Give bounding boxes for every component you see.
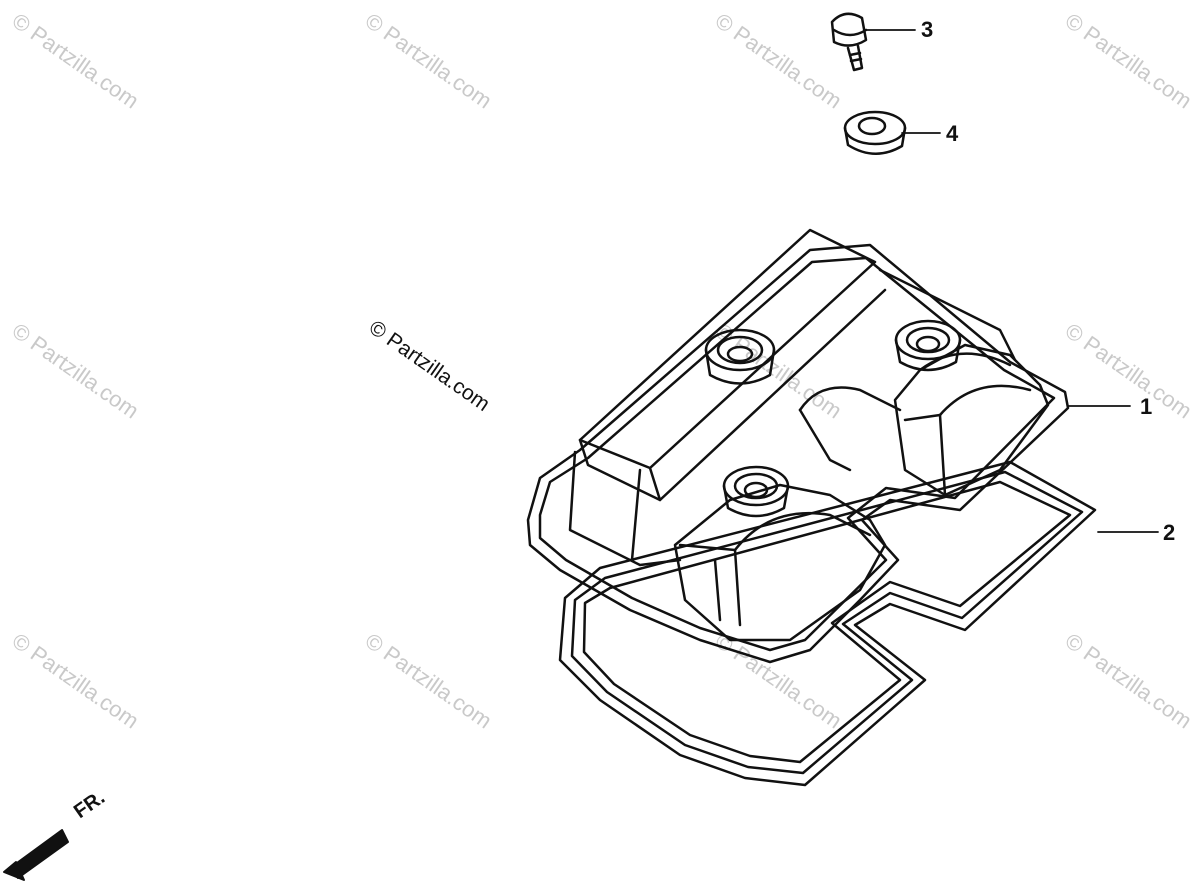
cylinder-head-cover-gasket (558, 460, 1097, 787)
cylinder-head-cover (526, 228, 1070, 664)
callout-3: 3 (921, 17, 934, 42)
callout-1: 1 (1140, 394, 1153, 419)
front-direction-arrow-icon (3, 829, 69, 881)
callout-4: 4 (946, 121, 959, 146)
callout-2: 2 (1163, 520, 1176, 545)
bolt (830, 12, 868, 72)
grommet (843, 110, 907, 155)
leader-lines (863, 29, 1159, 533)
